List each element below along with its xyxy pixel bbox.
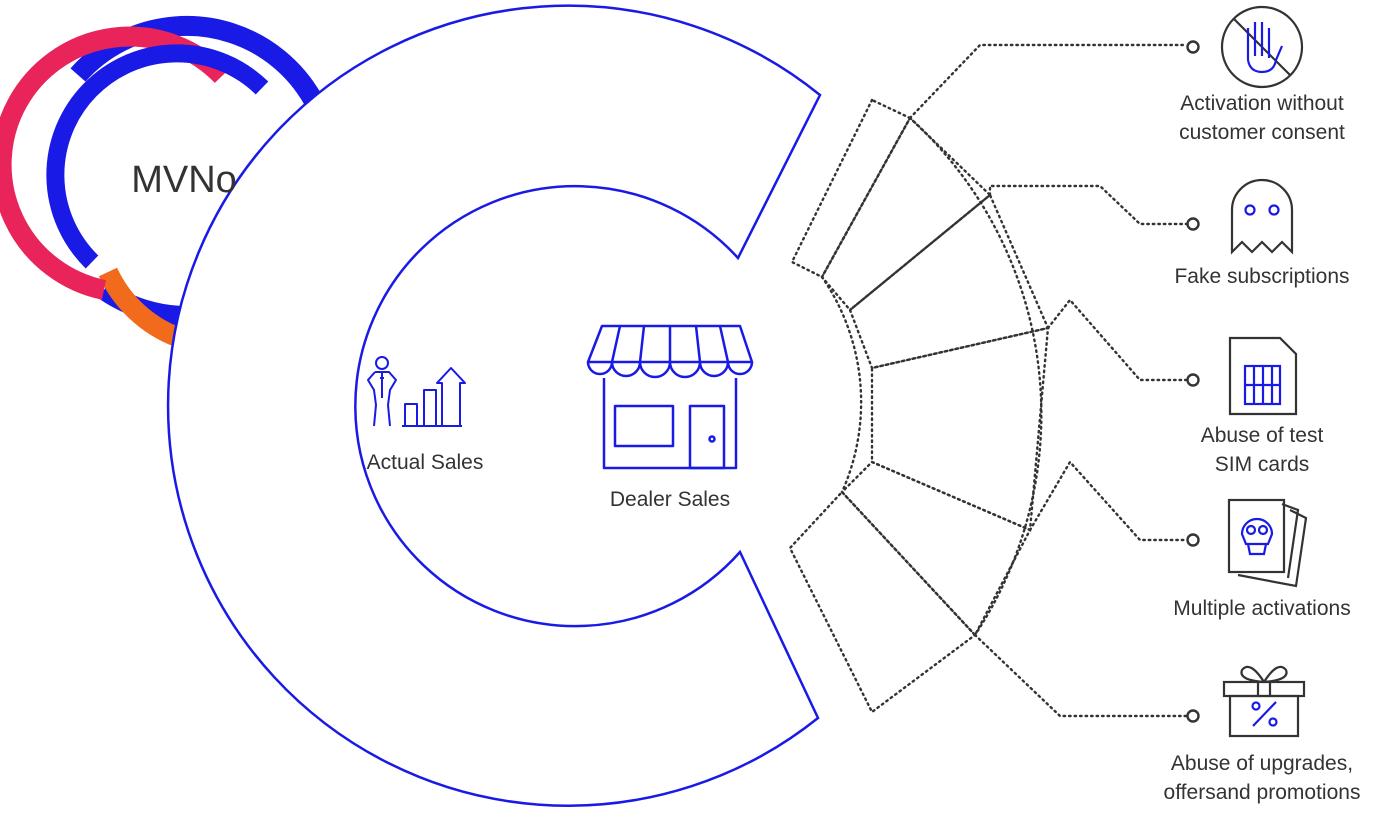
connector-2 bbox=[988, 184, 1188, 226]
logo-ring-blue-inner bbox=[46, 44, 269, 269]
sales-growth-icon bbox=[367, 356, 466, 427]
connector-1 bbox=[908, 43, 1188, 120]
connector-5 bbox=[973, 633, 1188, 718]
item-test-sim-line2: SIM cards bbox=[1214, 453, 1310, 476]
connector-endpoints bbox=[1186, 40, 1200, 723]
endpoint-1 bbox=[1186, 40, 1200, 54]
endpoint-3 bbox=[1186, 373, 1200, 387]
gift-percent-icon bbox=[1222, 665, 1306, 738]
item-test-sim-line1: Abuse of test bbox=[1200, 424, 1324, 447]
cards-skull-icon bbox=[1227, 498, 1308, 588]
item-upgrades-line1: Abuse of upgrades, bbox=[1170, 752, 1354, 775]
logo-ring-red bbox=[0, 26, 230, 300]
item-multiple-activations: Multiple activations bbox=[1173, 597, 1351, 620]
endpoint-2 bbox=[1186, 217, 1200, 231]
endpoint-5 bbox=[1186, 709, 1200, 723]
segment-1 bbox=[790, 98, 912, 279]
outer-arc bbox=[908, 116, 1043, 637]
sim-card-icon bbox=[1228, 336, 1298, 416]
dotted-segments bbox=[788, 98, 1050, 714]
ghost-icon bbox=[1230, 178, 1294, 255]
segment-5 bbox=[840, 460, 1032, 638]
no-hand-icon bbox=[1220, 5, 1304, 89]
actual-sales-label: Actual Sales bbox=[366, 451, 484, 474]
dealer-sales-label: Dealer Sales bbox=[609, 488, 731, 511]
connector-lines bbox=[908, 43, 1188, 718]
item-activation-line2: customer consent bbox=[1179, 121, 1345, 144]
connector-4 bbox=[1028, 459, 1188, 542]
inner-arc bbox=[820, 275, 863, 494]
store-icon bbox=[586, 324, 754, 470]
connector-3 bbox=[1046, 298, 1188, 382]
item-fake-subscriptions: Fake subscriptions bbox=[1174, 265, 1350, 288]
endpoint-4 bbox=[1186, 533, 1200, 547]
sales-c-shape bbox=[166, 4, 822, 807]
item-upgrades-line2: offersand promotions bbox=[1163, 781, 1361, 804]
item-activation-line1: Activation without bbox=[1180, 92, 1344, 115]
segment-6 bbox=[788, 490, 977, 714]
logo-text: MVNo bbox=[131, 159, 237, 201]
segment-2 bbox=[820, 116, 992, 312]
